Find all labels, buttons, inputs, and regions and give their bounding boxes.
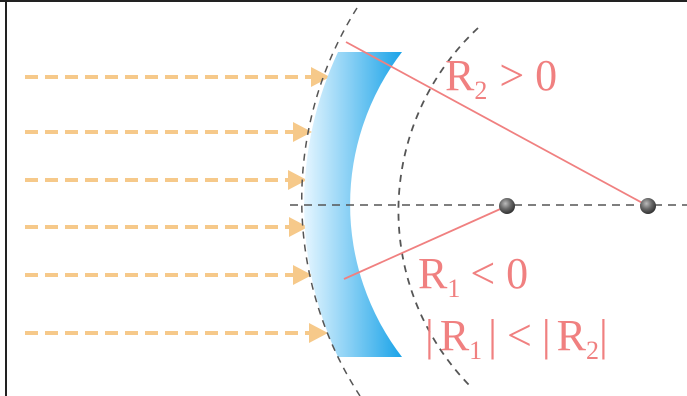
arrow-head-icon <box>309 323 328 343</box>
arrow-head-icon <box>289 217 308 237</box>
label-r2: R2> 0 <box>445 51 557 105</box>
incident-rays <box>25 67 330 343</box>
ray-2 <box>25 122 312 142</box>
ray-4 <box>25 217 308 237</box>
radius-line-r1 <box>343 205 508 280</box>
concave-lens <box>304 52 402 357</box>
sphere-arc-r1 <box>301 7 361 396</box>
arrow-head-icon <box>288 170 307 190</box>
radius-line-r2 <box>345 41 649 207</box>
center-r2-icon <box>640 198 656 214</box>
arrow-head-icon <box>293 265 312 285</box>
ray-6 <box>25 323 328 343</box>
center-r1-icon <box>499 198 515 214</box>
sphere-arc-r2 <box>397 27 479 389</box>
label-r1: R1< 0 <box>418 249 528 303</box>
arrow-head-icon <box>311 67 330 87</box>
ray-1 <box>25 67 330 87</box>
label-abs-comparison: |R1|<|R2| <box>425 311 608 365</box>
ray-5 <box>25 265 312 285</box>
arrow-head-icon <box>293 122 312 142</box>
ray-3 <box>25 170 307 190</box>
